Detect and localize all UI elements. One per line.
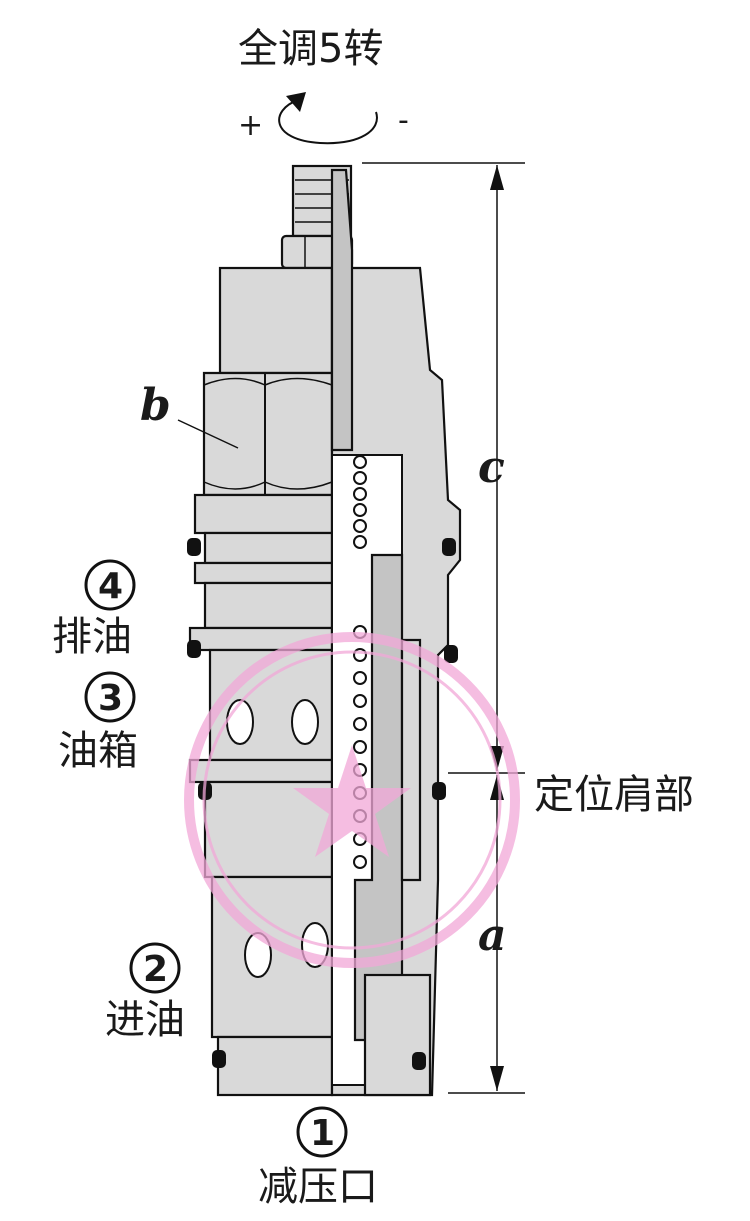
port-2-name: 进油 [105,997,185,1043]
dimension-c: c [478,442,505,493]
port-1-number: 1 [310,1113,335,1154]
port-1: 1 减压口 [258,1106,378,1210]
b-leader-line [177,419,239,449]
shoulder-label: 定位肩部 [534,772,694,818]
watermark-stamp [184,632,520,968]
label-b: b [140,380,171,431]
plus-sign: + [238,108,263,143]
valve-exterior [187,164,354,1097]
port-1-name: 减压口 [258,1164,378,1210]
port-2: 2 进油 [105,942,185,1043]
port-3-number: 3 [98,678,123,719]
dimension-a: a [478,910,507,961]
minus-sign: - [398,103,409,138]
valve-section [330,168,462,1097]
rotate-arrow-icon [278,92,378,145]
port-3-name: 油箱 [58,728,138,774]
port-4-number: 4 [98,566,123,607]
port-2-number: 2 [143,949,168,990]
port-4: 4 排油 [52,559,136,660]
port-4-name: 排油 [52,614,132,660]
adjust-label: 全调5转 [238,26,383,72]
port-3: 3 油箱 [58,671,138,774]
